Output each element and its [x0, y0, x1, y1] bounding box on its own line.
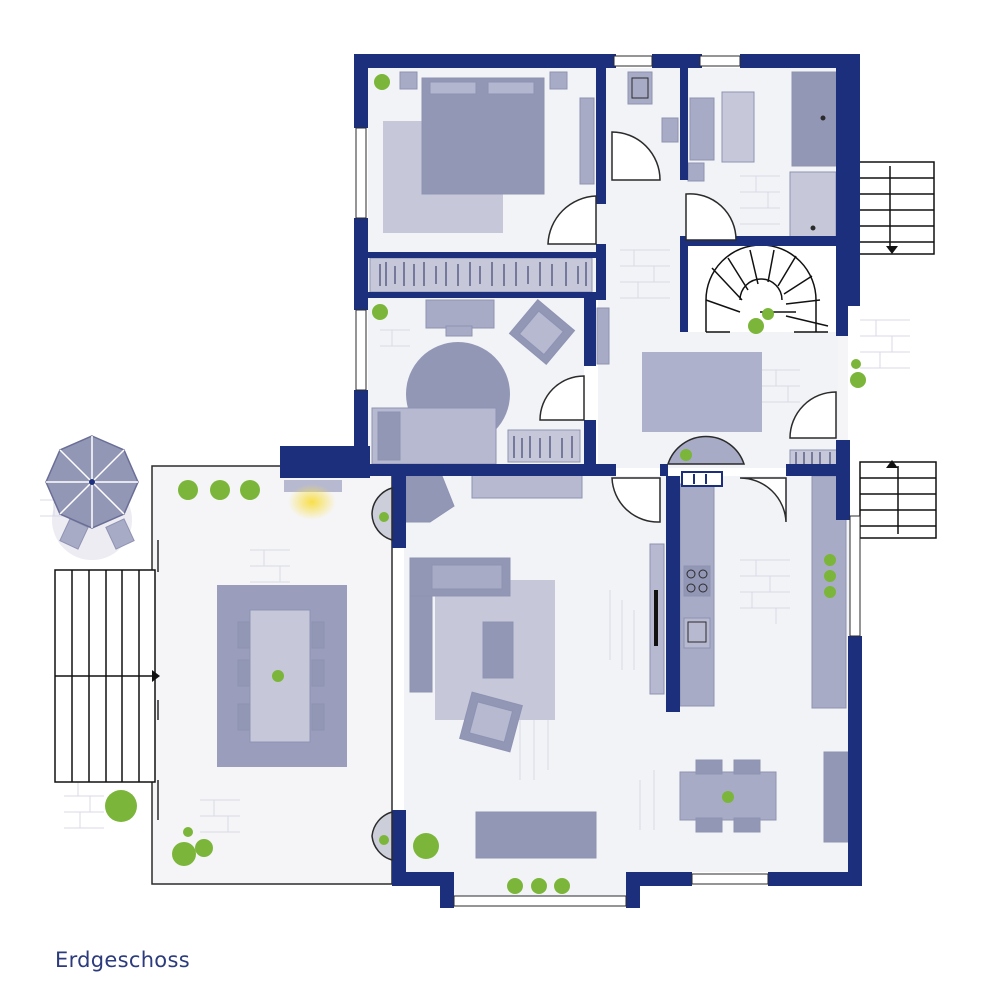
plant-icon	[824, 586, 836, 598]
vanity	[689, 97, 715, 161]
arrow-icon	[152, 670, 160, 682]
nightstand-right	[549, 71, 568, 90]
plant-icon	[722, 791, 734, 803]
parasol-icon	[45, 435, 139, 560]
plant-icon	[824, 554, 836, 566]
bed	[421, 77, 545, 195]
sink-small	[661, 117, 679, 143]
plant-icon	[748, 318, 764, 334]
desk	[425, 299, 495, 329]
terrace-chair-l2	[237, 659, 251, 687]
plant-icon	[680, 449, 692, 461]
plant-icon	[178, 480, 198, 500]
walls	[280, 54, 862, 908]
desk-chair	[445, 325, 473, 337]
wardrobe	[369, 257, 593, 293]
terrace-chair-l1	[237, 621, 251, 649]
wardrobe-hangers	[379, 262, 831, 464]
plant-icon	[379, 835, 389, 845]
plant-icon	[374, 74, 390, 90]
plant-icon	[554, 878, 570, 894]
pillow-left	[429, 81, 477, 95]
hall-shelf	[789, 449, 841, 467]
dining-chair-1	[695, 759, 723, 775]
staircase-west	[54, 569, 156, 783]
cooktop	[683, 565, 711, 597]
fixture-details	[631, 77, 826, 643]
plant-icon	[850, 372, 866, 388]
plant-icon	[851, 359, 861, 369]
plants	[105, 74, 866, 894]
dining-chair-3	[695, 817, 723, 833]
plant-icon	[413, 833, 439, 859]
sofa	[409, 557, 511, 693]
tv-board	[475, 811, 597, 859]
bathtub	[791, 71, 837, 167]
staircase-east	[847, 161, 937, 539]
dining-chair-4	[733, 817, 761, 833]
terrace-chair-r2	[311, 659, 325, 687]
coffee-table	[482, 621, 514, 679]
plant-icon	[172, 842, 196, 866]
plant-icon	[210, 480, 230, 500]
hall-rug	[642, 352, 762, 432]
plant-icon	[272, 670, 284, 682]
armchair-study	[508, 299, 576, 365]
pillow-right	[487, 81, 535, 95]
terrace-chair-l3	[237, 703, 251, 731]
tv-screen	[654, 590, 658, 646]
study-shelf	[507, 429, 581, 463]
plant-icon	[507, 878, 523, 894]
plant-icon	[824, 570, 836, 582]
floor-label: Erdgeschoss	[55, 948, 190, 972]
plant-icon	[531, 878, 547, 894]
doors	[371, 131, 837, 862]
plant-icon	[183, 827, 193, 837]
dresser	[579, 97, 595, 185]
nightstand-left	[399, 71, 418, 90]
bath-cabinet	[687, 162, 705, 182]
dining-chair-2	[733, 759, 761, 775]
plant-icon	[105, 790, 137, 822]
plant-icon	[379, 512, 389, 522]
plant-icon	[372, 304, 388, 320]
staircase-spiral	[686, 244, 836, 333]
terrace-chair-r1	[311, 621, 325, 649]
side-cabinet	[596, 307, 610, 365]
arrow-icon	[886, 246, 898, 254]
plant-icon	[240, 480, 260, 500]
oven-row	[681, 471, 723, 487]
arrow-icon	[886, 460, 898, 468]
daybed-cushion	[377, 411, 401, 461]
terrace-chair-r3	[311, 703, 325, 731]
armchair-living	[459, 691, 523, 753]
living-cabinet-right	[823, 751, 849, 843]
lamp-glow	[288, 484, 336, 520]
plant-icon	[762, 308, 774, 320]
bath-mat	[721, 91, 755, 163]
floor-texture	[40, 175, 910, 833]
furniture	[237, 71, 849, 859]
windows	[355, 55, 861, 907]
plant-icon	[195, 839, 213, 857]
sideboard-top	[471, 473, 583, 499]
